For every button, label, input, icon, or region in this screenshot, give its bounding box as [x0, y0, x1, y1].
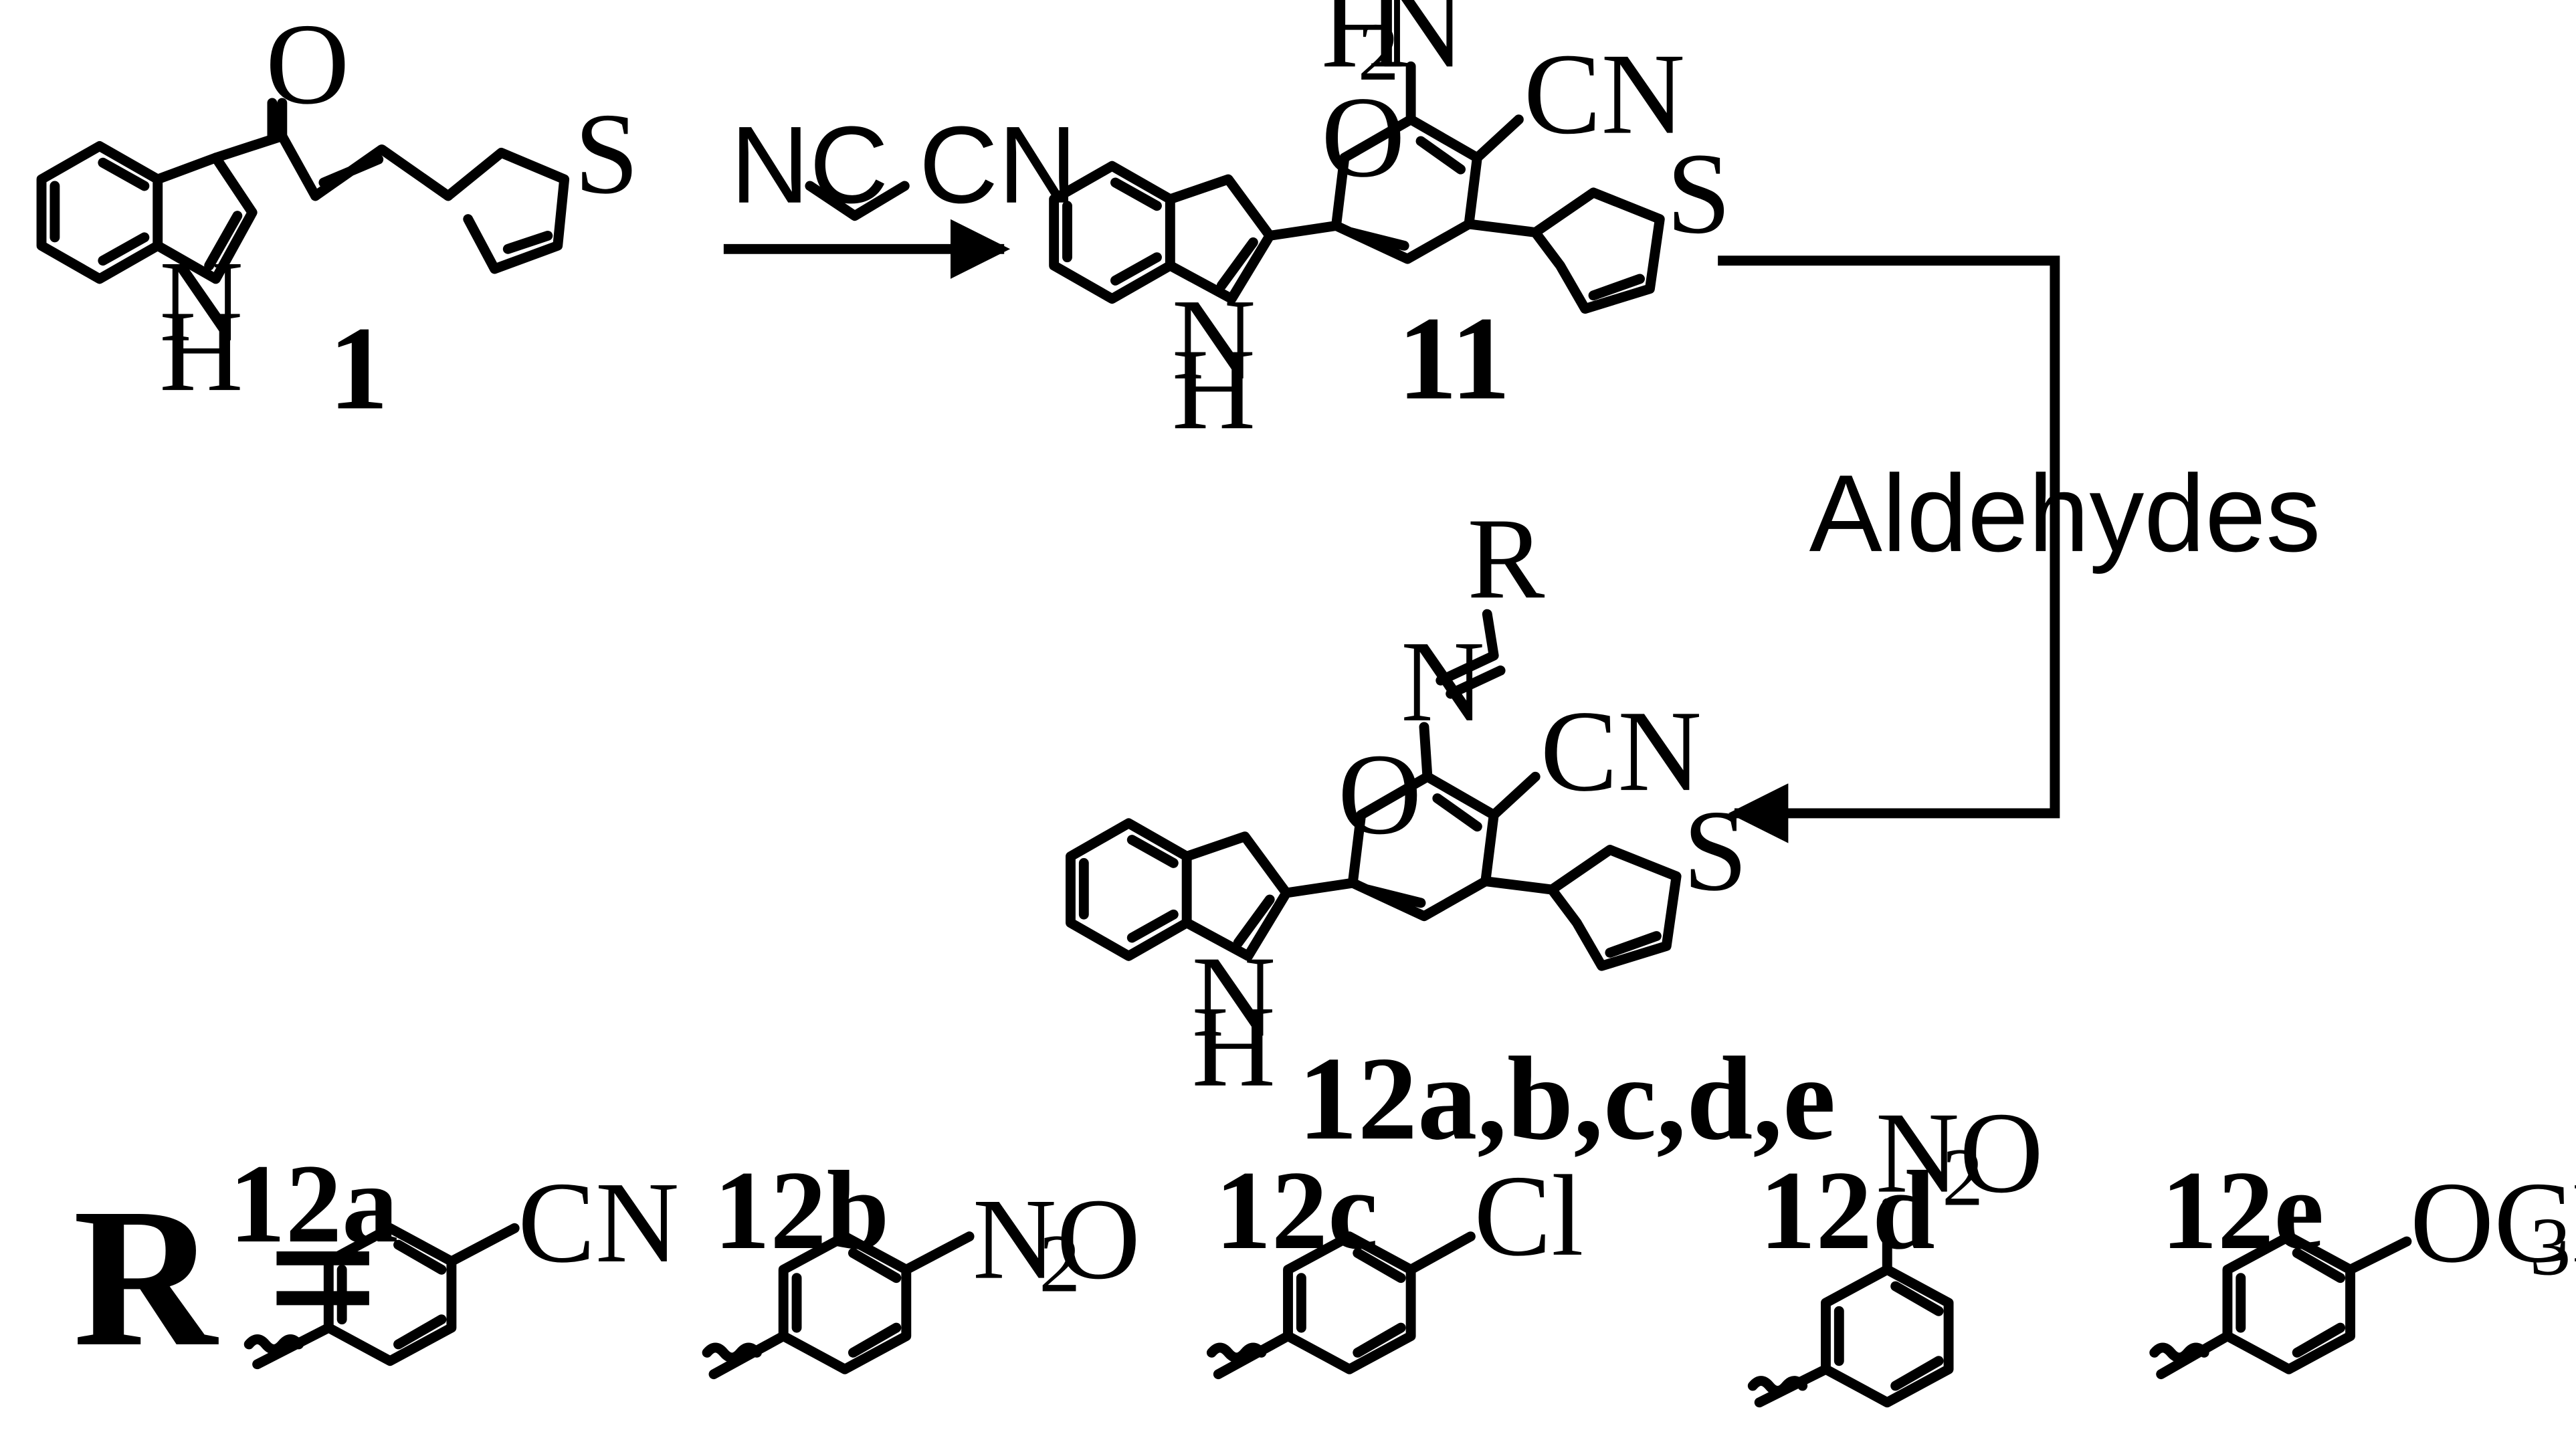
atom-nh-n-11: N	[1172, 275, 1256, 404]
atom-h2n-h-11: H	[1321, 0, 1405, 92]
compound-1-structure	[36, 98, 570, 284]
r-sub-12d-no: NO	[1876, 1088, 2044, 1217]
reagent-malononitrile: NC CN	[730, 104, 1078, 226]
r-group-12c-structure	[1206, 1231, 1476, 1380]
atom-nh-n-12: N	[1192, 932, 1276, 1061]
r-label-12a: 12a	[229, 1142, 398, 1266]
r-label-12b: 12b	[714, 1148, 890, 1273]
atom-imine-n-12: N	[1401, 617, 1484, 746]
r-sub-12e-och: OCH	[2410, 1158, 2576, 1287]
atom-nh-h-1: H	[159, 286, 243, 415]
atom-cn-12: CN	[1541, 686, 1702, 815]
atom-h2n-2-11: 2	[1358, 5, 1399, 98]
r-group-12a-structure	[243, 1223, 520, 1370]
compound-label-11: 11	[1397, 292, 1510, 425]
reaction-arrow-2	[1718, 255, 2060, 843]
atom-r-12: R	[1467, 494, 1545, 623]
r-sub-12e-3: 3	[2530, 1201, 2571, 1293]
compound-label-12: 12a,b,c,d,e	[1298, 1032, 1836, 1164]
r-group-12d-structure	[1747, 1198, 1954, 1408]
r-group-12e-structure	[2149, 1231, 2412, 1380]
atom-o-pyran-12: O	[1338, 730, 1421, 859]
malononitrile-bonds	[805, 181, 910, 221]
atom-nh-h-12: H	[1192, 982, 1276, 1111]
atom-cn-11: CN	[1524, 29, 1685, 159]
compound-11-structure	[1049, 61, 1665, 314]
r-sub-12c-cl: Cl	[1474, 1151, 1583, 1280]
atom-h2n-n-11: N	[1381, 0, 1464, 92]
atom-o-carbonyl: O	[266, 0, 349, 128]
r-sub-12b-2: 2	[1039, 1217, 1080, 1310]
r-label-12c: 12c	[1215, 1148, 1378, 1273]
r-label-12d: 12d	[1759, 1148, 1935, 1273]
atom-nh-n-1: N	[159, 237, 243, 366]
atom-s-12: S	[1683, 786, 1748, 915]
r-group-12b-structure	[702, 1231, 975, 1380]
compound-label-1: 1	[328, 302, 388, 434]
atom-s-11: S	[1666, 128, 1731, 258]
reagent-aldehydes: Aldehydes	[1809, 452, 2321, 575]
r-sub-12b-no: NO	[973, 1174, 1141, 1304]
atom-nh-h-11: H	[1172, 324, 1256, 453]
atom-s-1: S	[575, 89, 639, 218]
r-sub-12a-cn: CN	[518, 1158, 679, 1287]
r-label-12e: 12e	[2161, 1148, 2324, 1273]
compound-12-structure	[1066, 609, 1682, 971]
atom-o-pyran-11: O	[1321, 72, 1405, 201]
r-sub-12d-2: 2	[1942, 1131, 1983, 1223]
